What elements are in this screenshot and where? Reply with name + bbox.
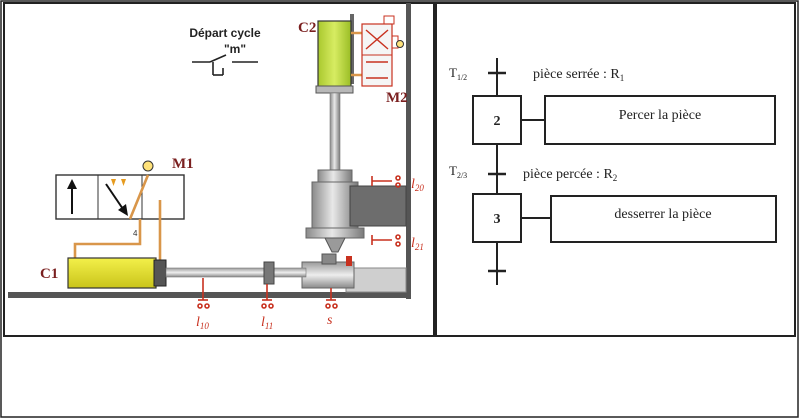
c1-label: C1	[40, 266, 58, 282]
step-3-action: desserrer la pièce	[614, 207, 711, 222]
sensor-l10-label: l10	[196, 315, 209, 331]
drill-bit	[324, 237, 346, 253]
cylinder-c1	[67, 257, 157, 289]
sensor-l10-icon	[197, 278, 210, 309]
m1-label: M1	[172, 156, 194, 172]
start-switch-icon	[192, 54, 258, 76]
machine-panel	[3, 2, 435, 337]
c2-rod	[329, 92, 341, 174]
sensor-l20-icon	[371, 175, 401, 188]
step-3-number: 3	[494, 212, 501, 227]
sensor-l11-label: l11	[261, 315, 273, 331]
cylinder-c2	[317, 20, 352, 88]
rod-collar	[263, 261, 275, 285]
c2-bracket	[350, 14, 354, 84]
start-key-label: "m"	[224, 42, 246, 56]
step-2-action-box	[544, 95, 776, 145]
vice-jaw	[301, 261, 355, 289]
sensor-s-target	[346, 256, 352, 266]
step-3-action-box	[550, 195, 777, 243]
pneumatic-tubes	[73, 174, 162, 262]
sensor-s-label: s	[327, 313, 333, 328]
sensor-s-icon	[325, 288, 338, 309]
t23-condition: pièce percée : R2	[523, 167, 617, 183]
c2-label: C2	[298, 20, 316, 36]
valve-m1	[55, 160, 185, 220]
m2-label: M2	[386, 90, 408, 106]
workpiece	[321, 253, 337, 265]
valve-m2	[361, 15, 404, 87]
valve-port-label: 4	[133, 229, 138, 238]
sensor-l20-label: l20	[411, 177, 424, 193]
c1-cap	[153, 259, 167, 287]
sensor-l11-icon	[261, 284, 274, 309]
t23-label: T2/3	[449, 163, 467, 180]
chuck-plate	[305, 227, 365, 239]
spindle-carriage	[349, 185, 407, 227]
start-cycle-label: Départ cycle	[189, 26, 261, 40]
t12-label: T1/2	[449, 65, 467, 82]
spindle-top	[317, 169, 353, 183]
step-2-action: Percer la pièce	[619, 108, 701, 123]
grafcet-panel	[435, 2, 796, 337]
step-2-number: 2	[494, 114, 501, 129]
sensor-l21-icon	[371, 234, 401, 247]
t12-condition: pièce serrée : R1	[533, 67, 624, 83]
sensor-l21-label: l21	[411, 236, 424, 252]
c1-rod	[165, 267, 307, 278]
machine-column	[406, 3, 411, 299]
c2-cap	[315, 85, 354, 94]
machine-base	[8, 292, 411, 298]
base-block	[345, 267, 407, 293]
